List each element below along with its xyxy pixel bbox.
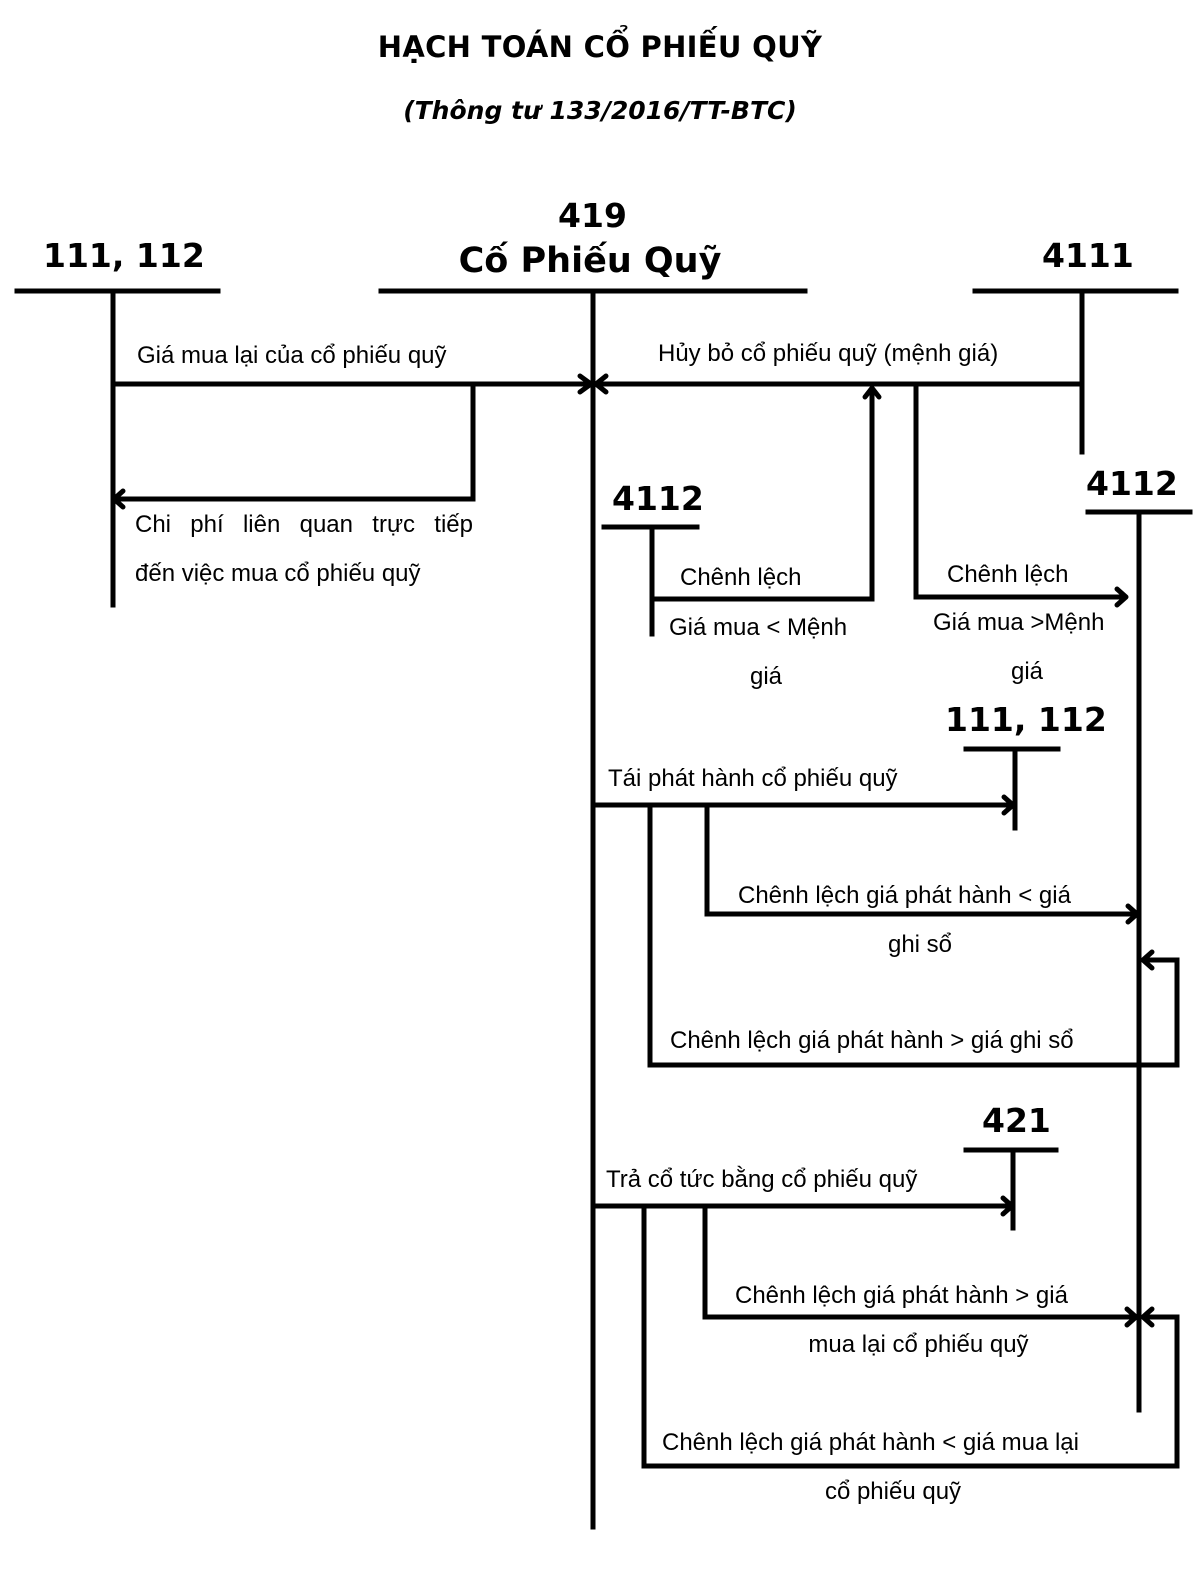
account-label-419-name: Cố Phiếu Quỹ: [458, 241, 722, 281]
account-label-4112-left: 4112: [612, 479, 704, 518]
entry-dividend-lower-line2: cổ phiếu quỹ: [824, 1478, 962, 1505]
account-label-111-112: 111, 112: [43, 236, 205, 275]
entry-reissue-lower-line2: ghi sổ: [887, 931, 953, 958]
page-title: HẠCH TOÁN CỔ PHIẾU QUỸ: [377, 30, 823, 64]
reissue-higher-connector: [647, 802, 1180, 1068]
entry-repurchase-price: Giá mua lại của cổ phiếu quỹ: [137, 342, 447, 369]
dividend-arrowhead-icon: [1000, 1195, 1015, 1217]
account-label-4111: 4111: [1042, 236, 1134, 275]
account-label-421: 421: [982, 1101, 1051, 1140]
entry-reissue-lower-line1: Chênh lệch giá phát hành < giá: [738, 882, 1071, 909]
account-label-4112-right: 4112: [1086, 464, 1178, 503]
direct-cost-arrowhead-icon: [111, 488, 126, 510]
entry-diff-high-line2: giá: [1010, 658, 1044, 685]
entry-direct-cost-line2: đến việc mua cổ phiếu quỹ: [135, 560, 421, 587]
diff-high-arrowhead-icon: [1114, 586, 1129, 608]
dividend-higher-connector: [702, 1203, 1137, 1320]
cancel-arrowhead-icon: [593, 373, 609, 395]
entry-direct-cost-line1: Chi phí liên quan trực tiếp: [135, 511, 473, 538]
entry-dividend-higher-line1: Chênh lệch giá phát hành > giá: [735, 1282, 1068, 1309]
entry-diff-high-title: Chênh lệch: [947, 561, 1069, 588]
dividend-higher-arrowhead-icon: [1124, 1306, 1139, 1328]
reissue-lower-connector: [704, 802, 1138, 917]
account-label-reissue-111-112: 111, 112: [945, 700, 1107, 739]
entry-reissue-higher: Chênh lệch giá phát hành > giá ghi sổ: [670, 1027, 1074, 1054]
reissue-lower-arrowhead-icon: [1125, 903, 1140, 925]
reissue-higher-arrowhead-icon: [1140, 949, 1155, 971]
repurchase-arrowhead-icon: [577, 373, 594, 395]
reissue-arrowhead-icon: [1001, 794, 1016, 816]
dividend-lower-connector: [641, 1203, 1180, 1469]
entry-diff-high-line1: Giá mua >Mệnh: [933, 609, 1105, 636]
entry-cancel-par: Hủy bỏ cổ phiếu quỹ (mệnh giá): [658, 340, 999, 367]
entry-dividend-lower-line1: Chênh lệch giá phát hành < giá mua lại: [662, 1429, 1079, 1456]
diff-low-arrowhead-icon: [862, 385, 882, 400]
entry-reissue: Tái phát hành cổ phiếu quỹ: [608, 765, 898, 792]
entry-diff-low-title: Chênh lệch: [680, 564, 802, 591]
diff-low-connector: [649, 387, 875, 602]
diff-high-connector: [913, 381, 1127, 600]
direct-cost-connector: [115, 381, 476, 502]
entry-diff-low-line2: giá: [749, 663, 783, 690]
page-subtitle: (Thông tư 133/2016/TT-BTC): [403, 96, 797, 125]
entry-diff-low-line1: Giá mua < Mệnh: [669, 614, 848, 641]
entry-dividend: Trả cổ tức bằng cổ phiếu quỹ: [606, 1166, 918, 1193]
dividend-lower-arrowhead-icon: [1140, 1306, 1155, 1328]
account-label-419-code: 419: [558, 196, 627, 235]
entry-dividend-higher-line2: mua lại cổ phiếu quỹ: [808, 1331, 1029, 1358]
